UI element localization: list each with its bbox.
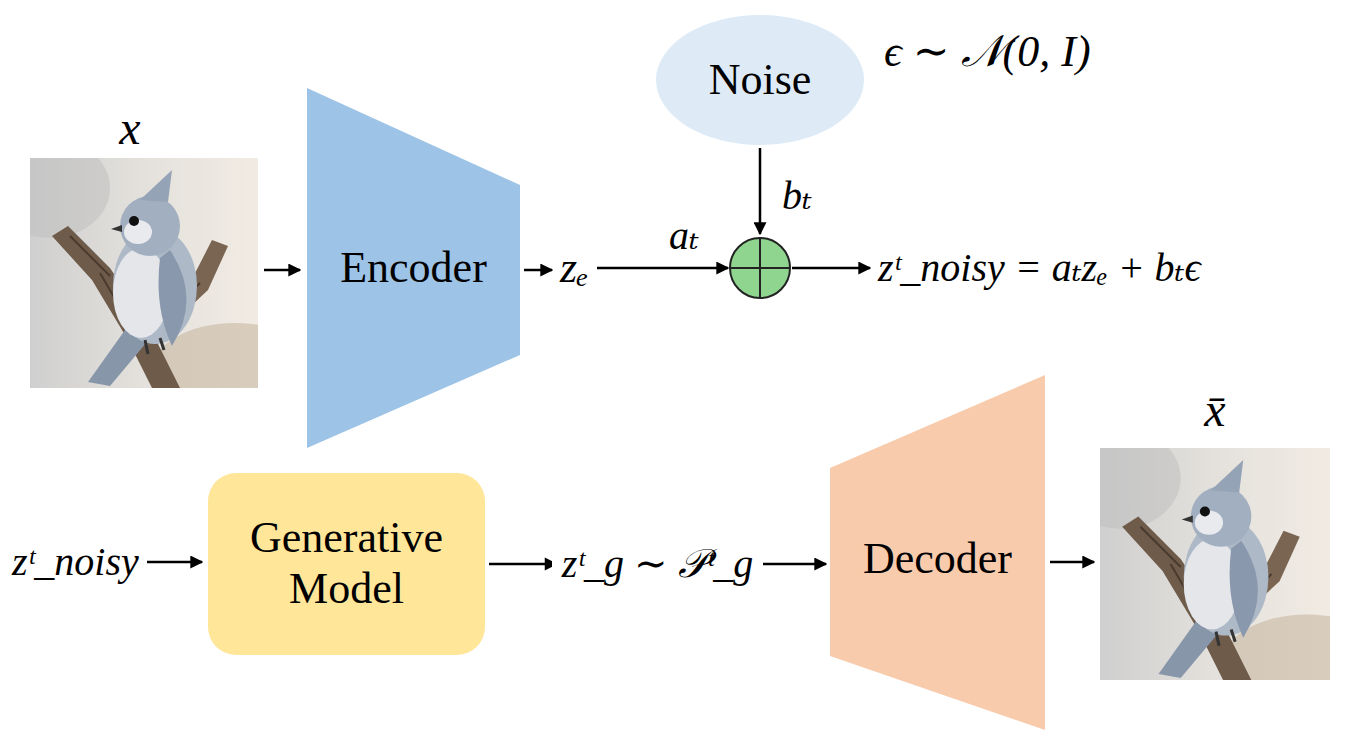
reconstructed-bird-photo (1060, 428, 1350, 715)
input-arrow (264, 269, 300, 272)
output-arrow (1050, 561, 1094, 564)
sum-arrow (792, 267, 870, 270)
noisy-latent-symbol: zᵗ_noisy (12, 538, 139, 586)
noise-scale-symbol: bₜ (782, 172, 812, 220)
input-symbol: x (119, 99, 140, 157)
output-symbol: x̄ (1204, 381, 1225, 439)
sum-symbol (759, 238, 761, 298)
node-label: Generative Model (228, 513, 465, 614)
generative-model-box: Generative Model (208, 473, 485, 655)
noise-arrow (759, 148, 762, 234)
encoder-trapezoid-shape (307, 88, 520, 448)
scale-symbol: aₜ (669, 212, 699, 260)
encoder-output-arrow (524, 269, 552, 272)
edge-label: zᵗ_g ∼ 𝒫ᵗ_g (552, 540, 764, 588)
noise-distribution: ϵ ∼ 𝒩(0, I) (884, 26, 1091, 79)
scale-arrow (597, 267, 728, 270)
node-label: Noise (709, 55, 812, 106)
decoder-trapezoid-shape (830, 375, 1045, 730)
generative-model-box-shape (208, 473, 485, 655)
bird-photo (0, 138, 320, 423)
node-label: Encoder (340, 243, 487, 294)
encoder-trapezoid: Encoder (307, 88, 520, 448)
noise-ellipse: Noise (656, 15, 864, 145)
noisy-latent-formula: zᵗ_noisy = aₜzₑ + bₜϵ (878, 244, 1201, 292)
latent-symbol: zₑ (560, 242, 589, 295)
decoder-trapezoid: Decoder (830, 375, 1045, 730)
noisy-input-arrow (147, 561, 202, 564)
sum-symbol (730, 238, 790, 298)
node-label: Decoder (863, 534, 1012, 585)
noise-ellipse-shape (656, 15, 864, 145)
